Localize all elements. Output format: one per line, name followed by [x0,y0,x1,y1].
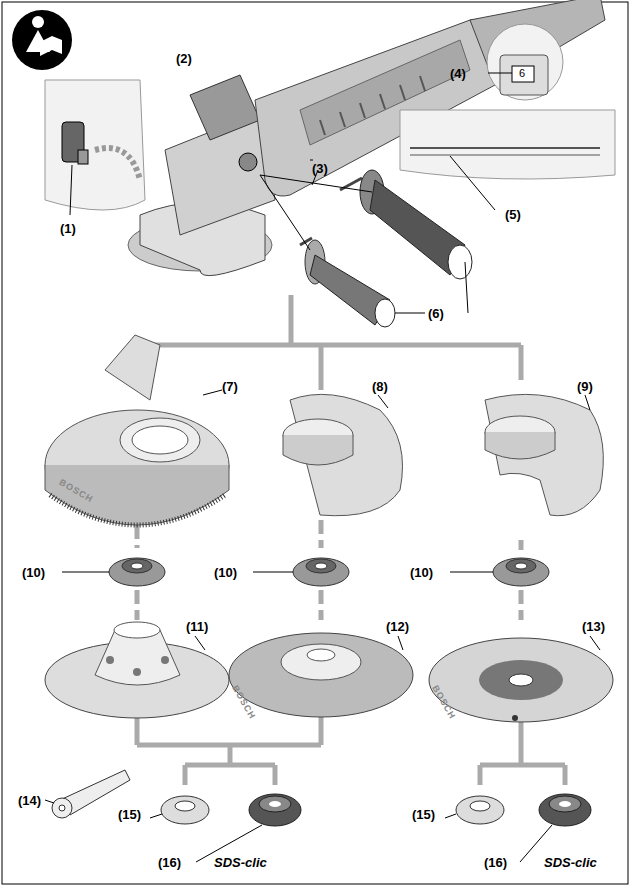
read-manual-icon [12,10,72,70]
callout-number: (13) [582,620,605,633]
callout-number: (6) [428,307,444,320]
callout-number: (12) [386,620,409,633]
switch-detail-inset [45,80,145,215]
clamping-nuts [150,794,591,862]
product-name: SDS-clic [214,856,267,869]
speed-dial-inset [487,24,563,100]
callout-number: (7) [222,380,238,393]
vent-detail-inset [312,110,615,210]
callout-number: (16) [158,856,181,869]
mounting-flanges [62,558,549,586]
cutting-disc [429,636,613,722]
protective-guard [283,394,403,515]
callout-number: (10) [214,566,237,579]
callout-number: (15) [412,808,435,821]
callout-number: (4) [450,67,466,80]
callout-number: (2) [176,52,192,65]
callout-number: (1) [60,222,76,235]
extraction-guard [45,335,229,525]
callout-number: (8) [372,380,388,393]
callout-number: (11) [186,620,208,633]
cup-wheel [45,622,229,718]
callout-number: (10) [22,566,45,579]
product-name: SDS-clic [544,856,597,869]
two-pin-spanner [45,770,130,818]
callout-number: (5) [505,208,521,221]
grinding-disc [229,633,413,717]
dial-setting: 6 [519,68,525,79]
callout-number: (9) [577,380,593,393]
callout-number: (14) [18,794,41,807]
cutting-guard [485,394,603,515]
callout-number: (16) [484,856,507,869]
callout-number: (3) [312,162,328,175]
callout-number: (15) [118,808,141,821]
callout-number: (10) [410,566,433,579]
